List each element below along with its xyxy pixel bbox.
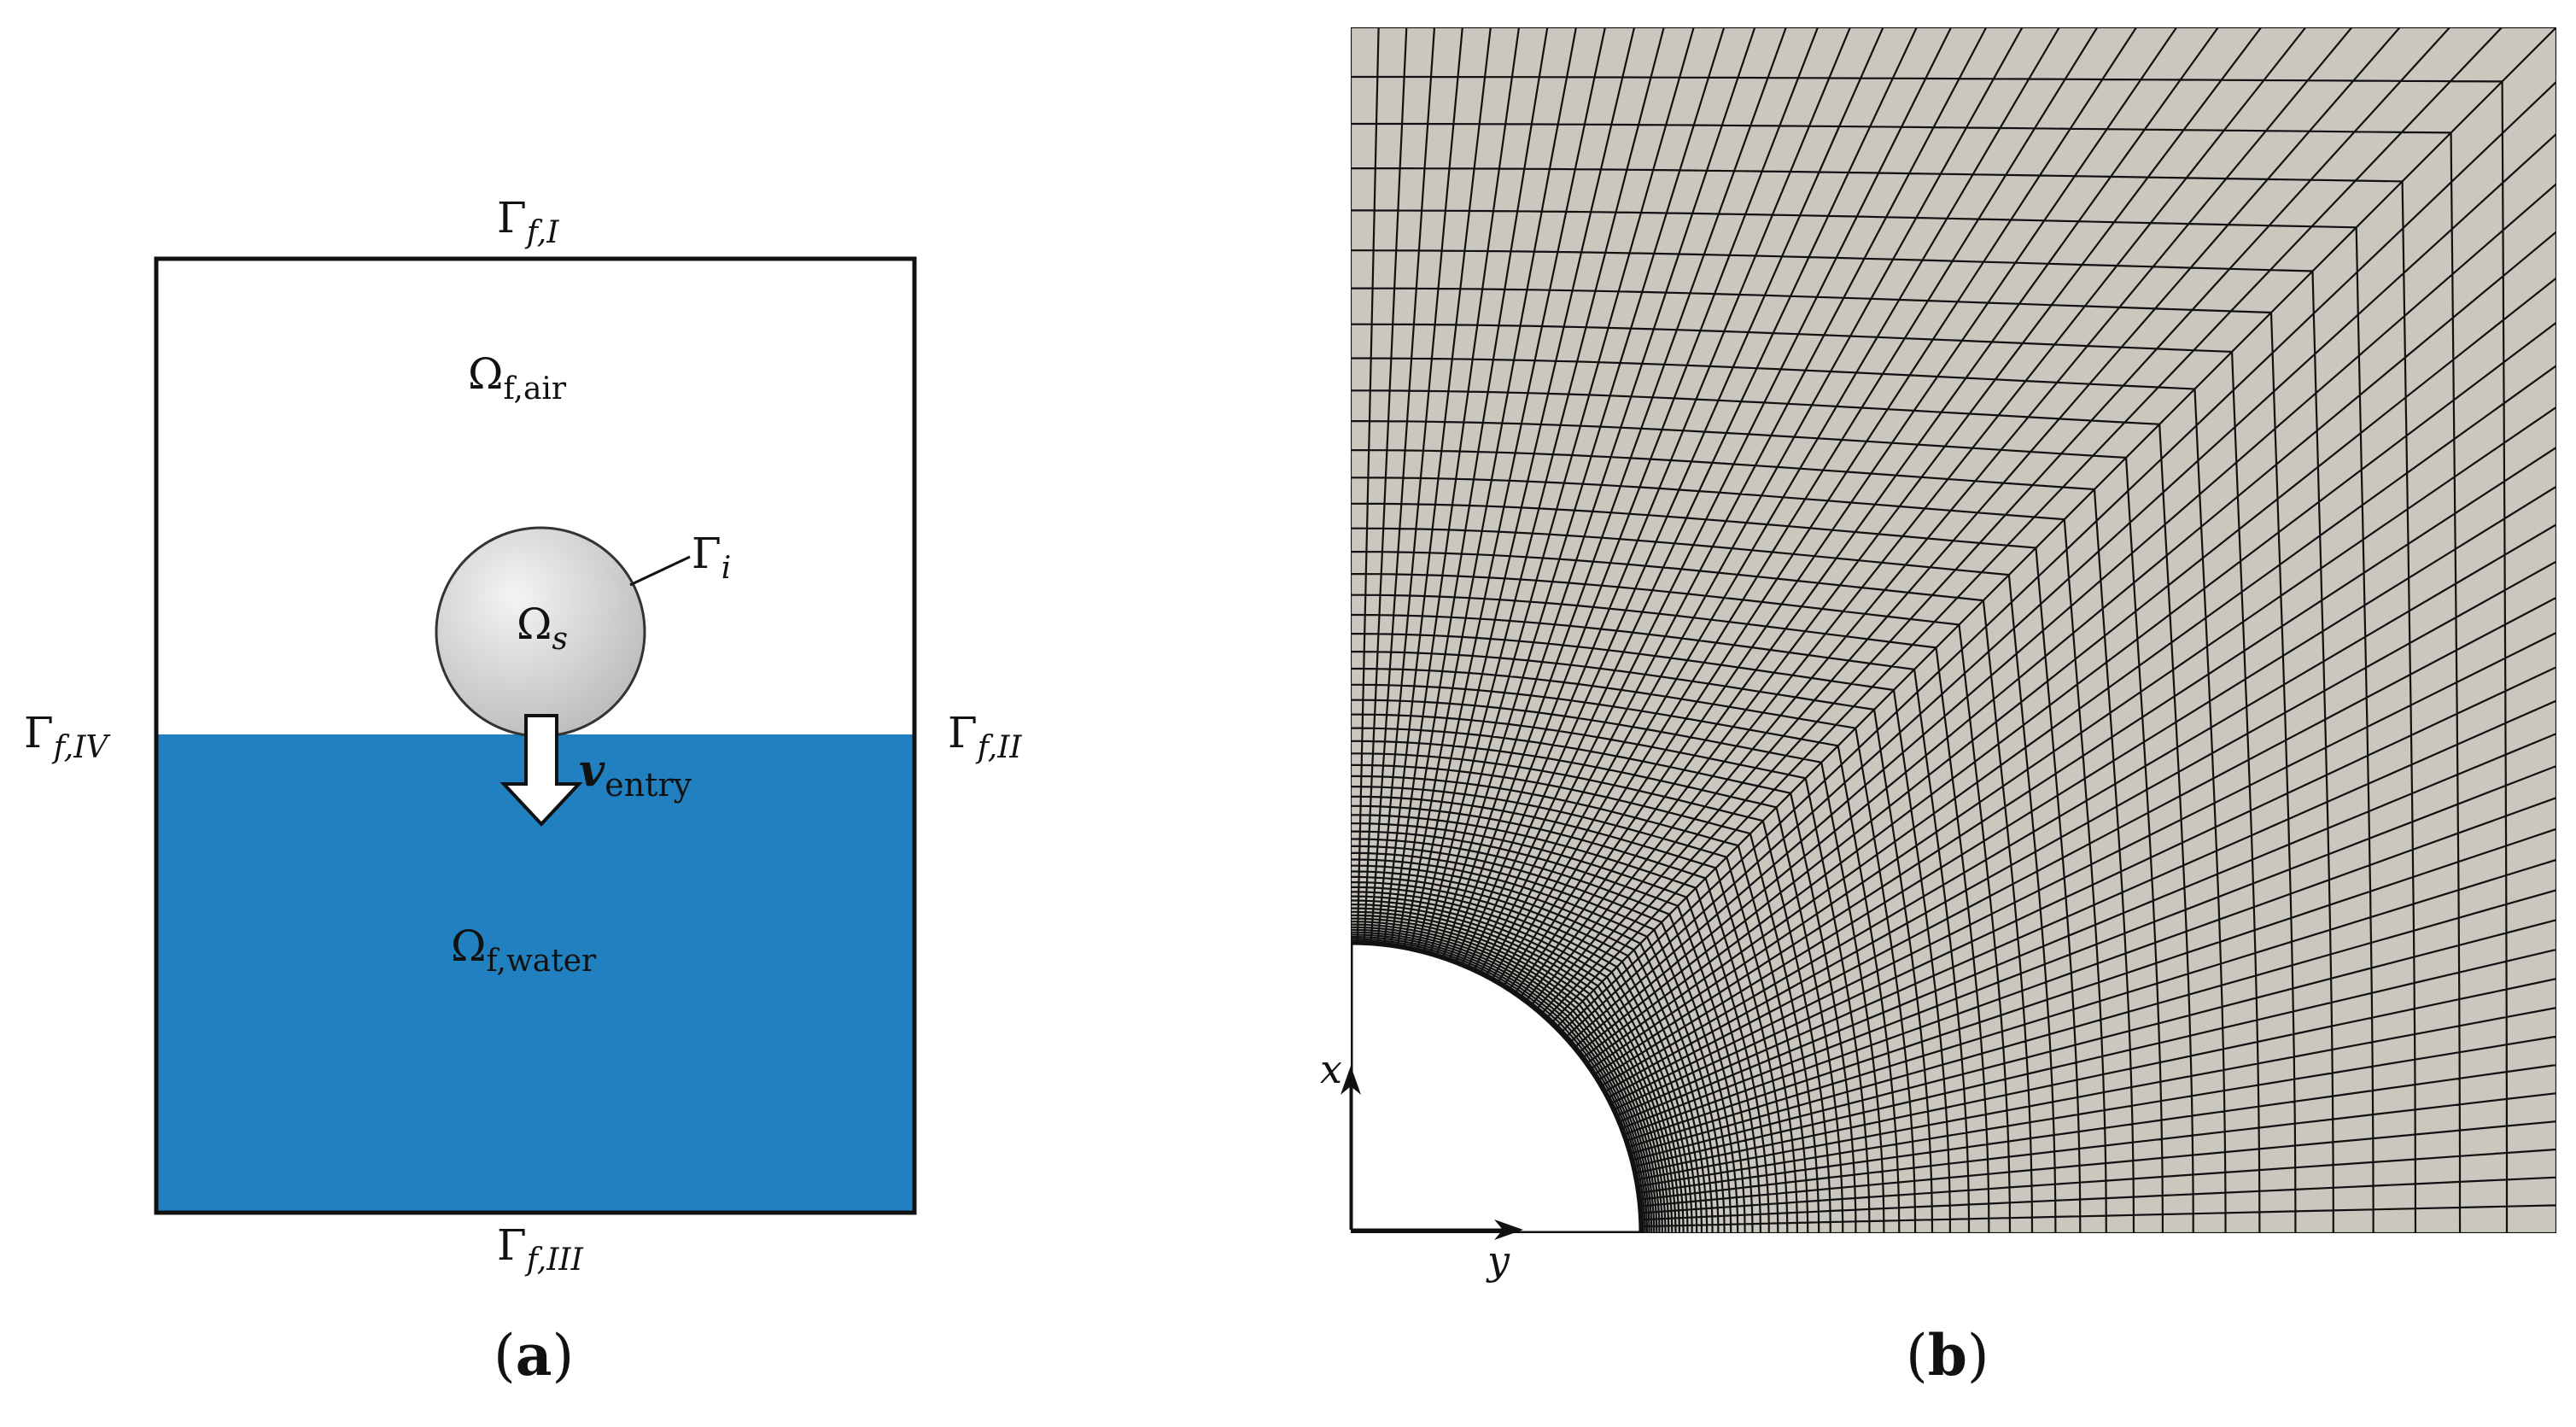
interface-leader-line [629,555,691,587]
region-label-air: Ωf,air [468,349,567,406]
axis-x-label: x [1320,1046,1342,1092]
domain-boundary [154,256,917,1215]
interface-label: Γi [692,529,731,586]
boundary-label-top: Γf,I [497,193,559,250]
axis-x-arrowhead [1341,1066,1361,1095]
coordinate-axes: x y [1320,1046,1523,1284]
panel-a-domain-diagram: Γf,I Γf,IV Γf,II Γf,III Ωf,air Ωf,water … [24,193,1022,1278]
mesh-grid-lines [1351,27,2556,1233]
boundary-label-left: Γf,IV [24,708,111,765]
entry-velocity-arrow [499,714,583,827]
panel-b-mesh: x y [1320,27,2556,1284]
boundary-label-bottom: Γf,III [497,1220,584,1278]
axis-y-label: y [1486,1237,1510,1284]
axis-y-arrowhead [1494,1219,1523,1240]
panel-label-b: (b) [1906,1322,1989,1389]
region-label-solid: Ωs [517,599,568,657]
cylinder-hole [1351,940,1644,1233]
velocity-label: ventry [579,745,692,804]
panel-label-a: (a) [494,1322,575,1389]
region-label-water: Ωf,water [451,921,597,979]
boundary-label-right: Γf,II [948,708,1022,765]
